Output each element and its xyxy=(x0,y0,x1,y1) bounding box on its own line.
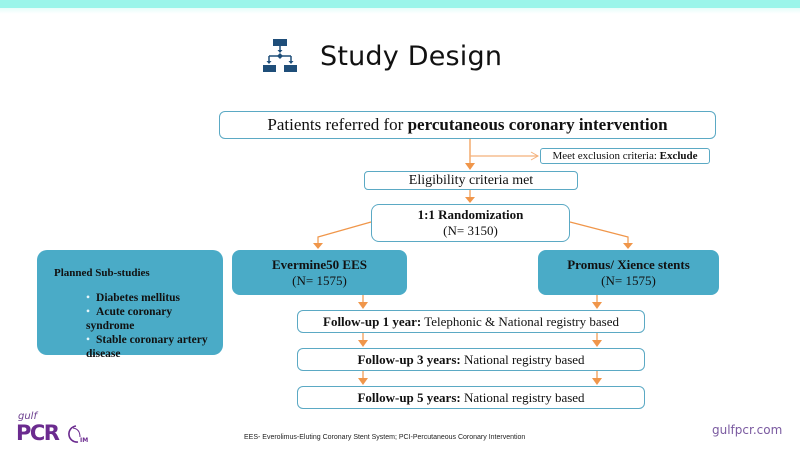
substudies-list: •Diabetes mellitus •Acute coronary syndr… xyxy=(46,291,223,361)
accent-band-fade xyxy=(0,8,800,14)
arm-n: (N= 1575) xyxy=(292,272,347,288)
flowchart-icon xyxy=(263,39,297,72)
arm-n: (N= 1575) xyxy=(601,272,656,288)
patients-referred-box: Patients referred for percutaneous coron… xyxy=(219,111,716,139)
arrow-patients-to-eligibility xyxy=(465,139,475,170)
substudy-item: •Acute coronary syndrome xyxy=(86,305,223,333)
arrows-fu1-to-fu3 xyxy=(358,333,602,347)
eligibility-label: Eligibility criteria met xyxy=(408,172,534,188)
bullet-icon: • xyxy=(86,306,91,318)
followup-text: Telephonic & National registry based xyxy=(421,313,619,329)
gulfpcr-logo: gulf PCR IM xyxy=(16,411,106,447)
patients-prefix: Patients referred for xyxy=(267,115,408,134)
patients-bold: percutaneous coronary intervention xyxy=(407,115,668,134)
abbreviation-footnote: EES- Everolimus-Eluting Coronary Stent S… xyxy=(244,434,526,441)
exclusion-box: Meet exclusion criteria: Exclude xyxy=(540,148,710,164)
randomization-label: 1:1 Randomization xyxy=(417,207,524,222)
logo-gulf-text: gulf xyxy=(18,411,37,422)
arrow-eligibility-to-randomization xyxy=(465,190,475,203)
planned-substudies-box: Planned Sub-studies • Diabetes mellitus •… xyxy=(37,250,223,360)
svg-text:IM: IM xyxy=(80,437,88,444)
accent-band xyxy=(0,0,800,8)
arm-evermine-box: Evermine50 EES (N= 1575) xyxy=(232,250,407,295)
substudy-label: Acute coronary syndrome xyxy=(86,306,173,332)
exclusion-bold: Exclude xyxy=(659,150,698,162)
arrows-fu3-to-fu5 xyxy=(358,371,602,385)
randomization-n: (N= 3150) xyxy=(443,223,498,238)
arm-label: Evermine50 EES xyxy=(272,256,367,272)
slide-header: Study Design xyxy=(262,36,502,76)
slide-title: Study Design xyxy=(320,40,503,72)
followup-bold: Follow-up 3 years: xyxy=(357,351,461,367)
logo-pcr-text: PCR xyxy=(16,421,60,445)
followup-5-years-box: Follow-up 5 years: National registry bas… xyxy=(297,386,645,409)
substudy-label: Diabetes mellitus xyxy=(96,292,181,304)
website-link[interactable]: gulfpcr.com xyxy=(712,423,783,437)
substudy-label: Stable coronary artery disease xyxy=(86,334,208,360)
followup-bold: Follow-up 1 year: xyxy=(323,313,422,329)
exclusion-prefix: Meet exclusion criteria: xyxy=(552,150,660,162)
followup-text: National registry based xyxy=(460,389,585,405)
followup-1-year-box: Follow-up 1 year: Telephonic & National … xyxy=(297,310,645,333)
substudies-title: Planned Sub-studies xyxy=(54,267,150,279)
followup-bold: Follow-up 5 years: xyxy=(357,389,461,405)
arrow-randomization-to-arm1 xyxy=(313,221,372,249)
arm-label: Promus/ Xience stents xyxy=(567,256,690,272)
substudy-item: •Stable coronary artery disease xyxy=(86,333,223,361)
followup-3-years-box: Follow-up 3 years: National registry bas… xyxy=(297,348,645,371)
eligibility-box: Eligibility criteria met xyxy=(364,171,578,190)
bullet-icon: • xyxy=(86,334,91,346)
arrows-arms-to-fu1 xyxy=(358,295,602,309)
randomization-box: 1:1 Randomization (N= 3150) xyxy=(371,204,570,242)
arm-promus-xience-box: Promus/ Xience stents (N= 1575) xyxy=(538,250,719,295)
followup-text: National registry based xyxy=(460,351,585,367)
gim-logo-icon: IM xyxy=(68,425,88,444)
bullet-icon: • xyxy=(86,292,91,304)
substudy-item: • Diabetes mellitus xyxy=(86,291,223,305)
arrow-randomization-to-arm2 xyxy=(569,221,633,249)
